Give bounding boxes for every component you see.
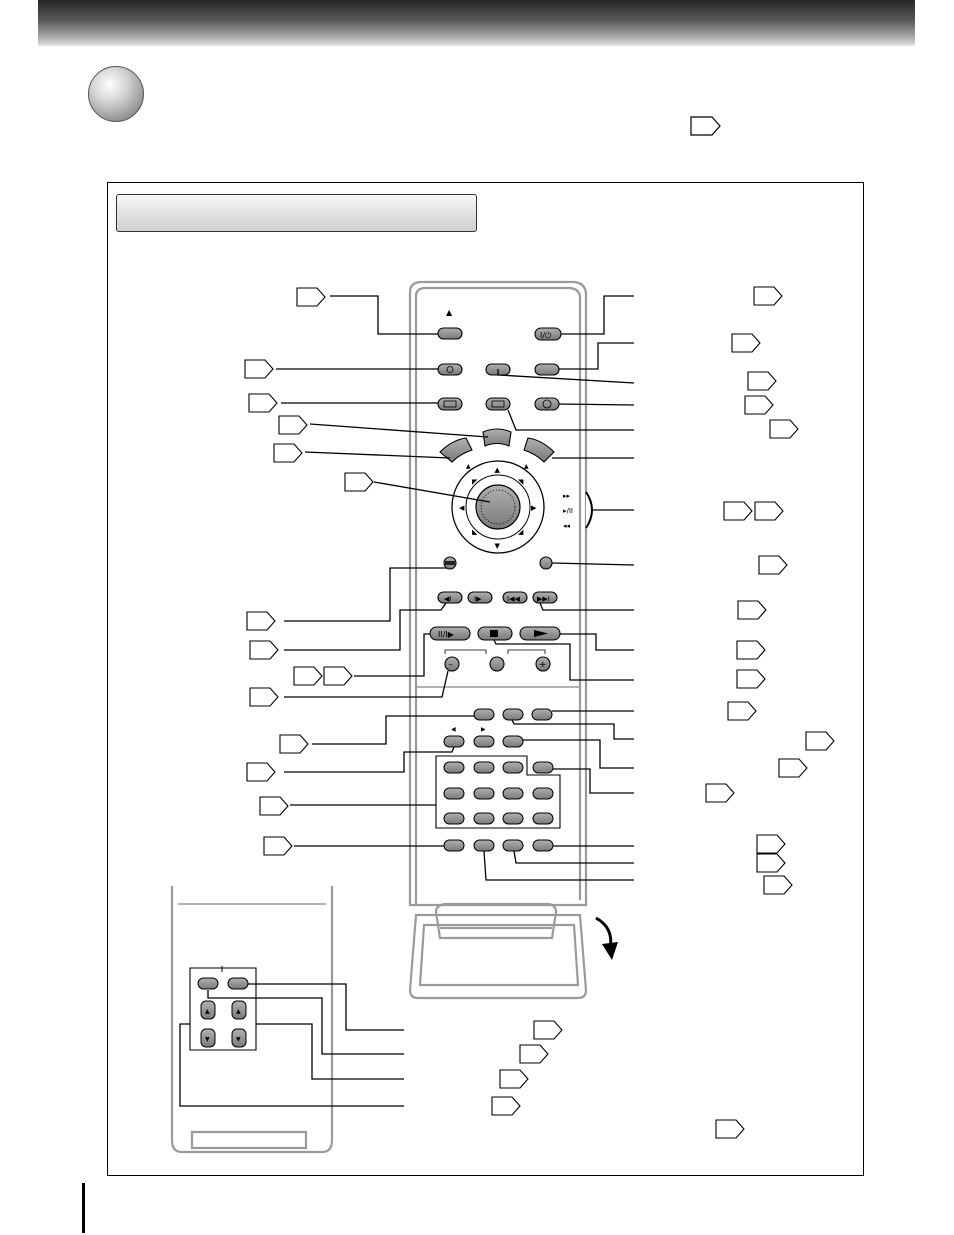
arrow-down-icon <box>595 916 618 960</box>
circle-icon <box>542 399 552 409</box>
skip-forward-icon: ▶▶I <box>537 595 550 603</box>
inset-button-right <box>227 977 249 990</box>
angle-button <box>437 363 463 376</box>
inset-button-left <box>197 977 219 990</box>
inset-remote <box>170 886 334 1154</box>
bottom-button-2 <box>473 839 495 852</box>
svg-text:▲: ▲ <box>524 463 529 470</box>
number-pad-frame <box>435 755 561 829</box>
clear-button <box>532 761 554 774</box>
func-button-3 <box>531 708 553 721</box>
skip-forward-button <box>532 591 558 604</box>
section-bullet-icon <box>88 66 144 122</box>
number-button <box>443 812 465 825</box>
svg-text:▼: ▼ <box>205 1036 210 1043</box>
display-button <box>485 397 511 411</box>
remote-body <box>408 280 588 907</box>
stop-icon <box>490 630 498 637</box>
svg-text:▲: ▲ <box>466 463 471 470</box>
func-button-1 <box>473 708 495 721</box>
svg-text:◤: ◤ <box>472 478 478 486</box>
svg-text:▸▸: ▸▸ <box>563 492 571 500</box>
svg-text:◢: ◢ <box>518 528 524 536</box>
plus-icon: + <box>539 660 547 670</box>
frame-forward-button <box>467 591 493 604</box>
minus-icon: – <box>449 660 454 670</box>
menu-right-button <box>523 437 555 463</box>
frame-back-icon: ◀I <box>444 595 451 603</box>
page-ref-flag <box>690 116 721 136</box>
frame-back-button <box>437 591 463 604</box>
func-button-4 <box>443 735 465 748</box>
frame-forward-icon: I▶ <box>474 595 482 603</box>
svg-text:◀: ◀ <box>451 726 456 733</box>
header-band <box>38 0 915 46</box>
number-button <box>502 812 524 825</box>
direction-pad: ▲ ▼ ◀ ▶ ◤ ◥ ◣ ◢ ▲ ▲ <box>451 460 545 554</box>
eject-button <box>437 327 463 340</box>
number-button <box>473 761 495 774</box>
svg-text:▲: ▲ <box>495 466 501 474</box>
inset-up-left <box>200 1000 216 1020</box>
plus-button <box>535 656 551 672</box>
svg-text:▶: ▶ <box>531 504 537 512</box>
remote-lid <box>408 902 588 1000</box>
func-button-6 <box>502 735 524 748</box>
number-button <box>473 787 495 800</box>
eject-icon: ▲ <box>446 308 453 317</box>
svg-text:◣: ◣ <box>472 528 478 536</box>
number-button <box>443 787 465 800</box>
number-button <box>473 812 495 825</box>
svg-text:▼: ▼ <box>495 542 501 550</box>
setup-button <box>539 556 553 570</box>
angle-icon <box>446 366 454 373</box>
number-button <box>532 787 554 800</box>
svg-text:▲: ▲ <box>205 1008 210 1015</box>
camera-button <box>437 397 463 411</box>
skip-back-icon: I◀◀ <box>507 595 520 603</box>
svg-text:▸/II: ▸/II <box>563 507 573 515</box>
svg-text:▶: ▶ <box>481 726 486 733</box>
bottom-button-3 <box>502 839 524 852</box>
play-icon <box>534 630 548 637</box>
inset-pad-frame <box>189 967 257 1051</box>
minus-button <box>444 656 460 672</box>
inset-down-left <box>200 1028 216 1048</box>
display-icon <box>491 400 505 408</box>
power-icon: I/⏻ <box>540 331 552 340</box>
skip-back-button <box>502 591 528 604</box>
slow-icon: II/I▶ <box>438 630 455 639</box>
panel-frame <box>107 182 864 1176</box>
page-margin-rule <box>82 1183 85 1233</box>
svg-text:▼: ▼ <box>236 1036 241 1043</box>
bottom-button-4 <box>532 839 554 852</box>
row2-right-button <box>534 363 560 376</box>
camera-icon <box>443 400 457 408</box>
number-button <box>443 761 465 774</box>
bottom-button-1 <box>443 839 465 852</box>
inset-up-right <box>231 1000 247 1020</box>
inset-down-right <box>231 1028 247 1048</box>
svg-text:▲: ▲ <box>236 1008 241 1015</box>
menu-left-button <box>439 437 473 463</box>
panel-label-box <box>116 194 477 232</box>
func-button-5 <box>473 735 495 748</box>
func-button-2 <box>502 708 524 721</box>
number-button <box>532 812 554 825</box>
svg-text:◥: ◥ <box>518 478 524 486</box>
svg-text:◀: ◀ <box>459 504 465 512</box>
leader-lines <box>179 295 635 1107</box>
svg-text:◂◂: ◂◂ <box>563 522 571 530</box>
zoom-mid-button <box>489 656 505 672</box>
number-button <box>502 761 524 774</box>
top-menu-button <box>482 428 512 447</box>
number-button <box>502 787 524 800</box>
